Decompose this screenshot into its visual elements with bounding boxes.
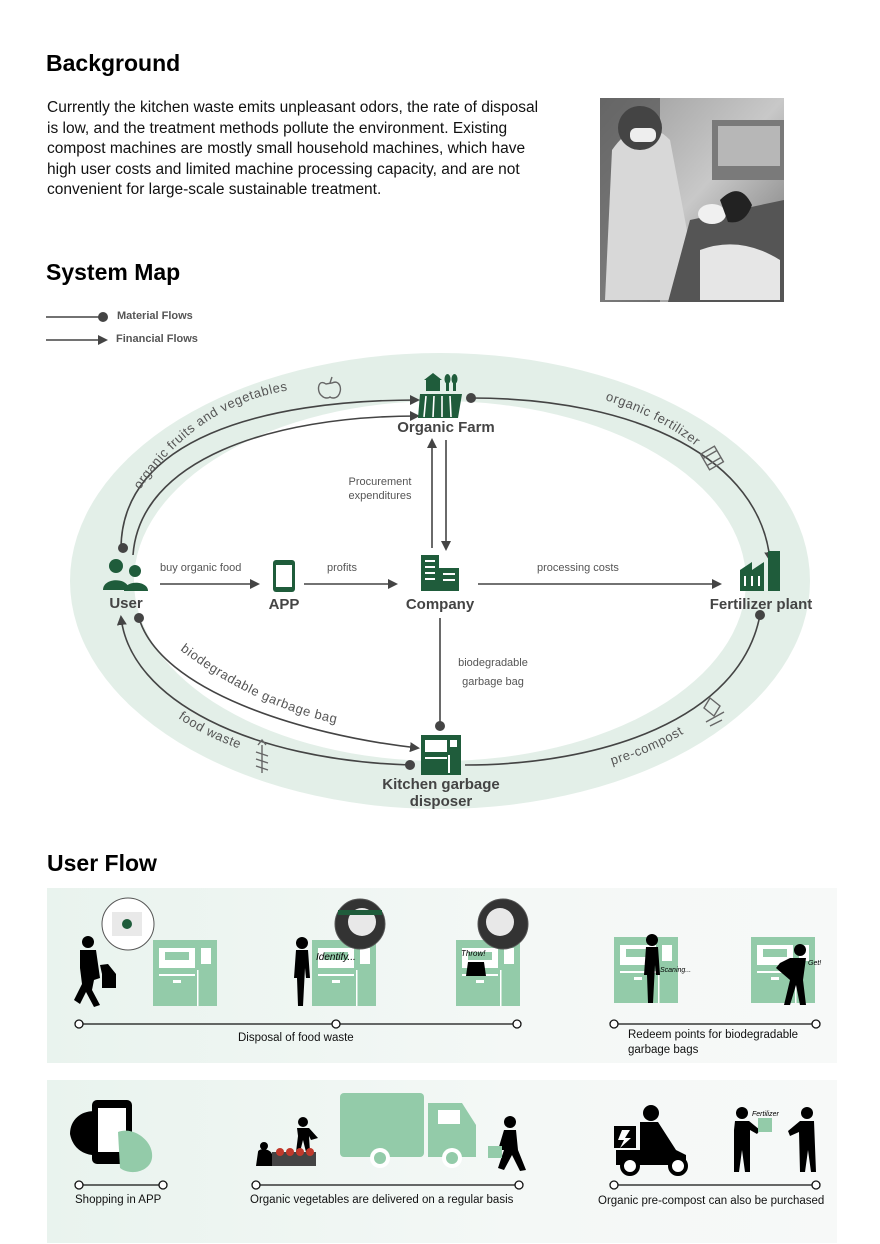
- edge-label-procurement-line2: expenditures: [348, 490, 412, 502]
- apple-icon: [317, 376, 342, 399]
- svg-text:food waste: food waste: [176, 708, 243, 751]
- legend-material-label: Material Flows: [117, 310, 193, 322]
- node-fertilizer-plant: Fertilizer plant: [709, 596, 813, 613]
- pre-compost-icon: [703, 696, 725, 727]
- flow-label-disposal: Disposal of food waste: [238, 1032, 354, 1044]
- svg-text:organic fertilizer: organic fertilizer: [604, 389, 703, 449]
- flow-label-shopping: Shopping in APP: [75, 1194, 162, 1206]
- node-disposer-line2: disposer: [409, 793, 473, 810]
- node-app: APP: [268, 596, 300, 613]
- background-heading: Background: [46, 50, 181, 76]
- flow-label-redeem-line1: Redeem points for biodegradable: [628, 1029, 799, 1041]
- edge-label-processing: processing costs: [537, 562, 619, 574]
- arc-farm-plant: [470, 397, 775, 562]
- edge-label-bio-bag: biodegradable garbage bag: [178, 640, 338, 726]
- arc-user-disposer-inner: [138, 617, 420, 753]
- factory-icon: [740, 551, 780, 591]
- legend-financial-label: Financial Flows: [116, 333, 198, 345]
- farm-icon: [418, 373, 462, 418]
- node-user: User: [109, 595, 143, 612]
- fish-bone-icon: [255, 738, 269, 773]
- edge-label-buy: buy organic food: [160, 562, 242, 574]
- app-phone-icon: [273, 560, 295, 592]
- svg-text:organic fruits and vegetables: organic fruits and vegetables: [130, 378, 288, 491]
- paragraph-line: Currently the kitchen waste emits unplea…: [47, 99, 539, 116]
- background-paragraph: Currently the kitchen waste emits unplea…: [47, 98, 577, 201]
- fertilizer-bag-icon: [699, 445, 725, 471]
- node-organic-farm: Organic Farm: [397, 419, 495, 436]
- disposer-machine-icon: [421, 735, 461, 775]
- flow-panel-row2: [47, 1080, 837, 1243]
- edge-label-fruits: organic fruits and vegetables: [130, 378, 288, 491]
- edge-label-bag-line2: garbage bag: [462, 676, 524, 688]
- flow-label-redeem: Redeem points for biodegradable garbage …: [628, 1028, 798, 1058]
- paragraph-line: is low, and the treatment methods pollut…: [47, 119, 508, 137]
- flow-label-delivered: Organic vegetables are delivered on a re…: [250, 1194, 514, 1206]
- paragraph-line: high user costs and limited machine proc…: [47, 160, 520, 178]
- edge-label-pre-compost: pre-compost: [608, 723, 685, 768]
- paragraph-line: convenient for large-scale sustainable t…: [47, 181, 382, 198]
- arc-disposer-user-outer: [116, 615, 411, 766]
- edge-label-procurement-line1: Procurement: [348, 476, 412, 488]
- edge-label-bag: biodegradable garbage bag: [454, 654, 532, 692]
- svg-text:biodegradable garbage bag: biodegradable garbage bag: [178, 640, 339, 726]
- svg-text:pre-compost: pre-compost: [608, 723, 685, 768]
- edge-label-profits: profits: [327, 562, 357, 574]
- flow-label-redeem-line2: garbage bags: [628, 1044, 699, 1056]
- node-disposer-line1: Kitchen garbage: [382, 776, 500, 793]
- edge-label-fertilizer: organic fertilizer: [604, 389, 703, 449]
- system-map-heading: System Map: [46, 259, 181, 285]
- company-building-icon: [421, 555, 459, 591]
- node-kitchen-garbage-disposer: Kitchen garbage disposer: [360, 776, 522, 810]
- user-icon: [103, 559, 148, 591]
- edge-label-procurement: Procurement expenditures: [342, 475, 418, 503]
- edge-label-food-waste: food waste: [176, 708, 243, 751]
- paragraph-line: compost machines are mostly small househ…: [47, 140, 526, 157]
- flow-label-purchase: Organic pre-compost can also be purchase…: [598, 1195, 825, 1207]
- arc-user-farm-outer: [120, 395, 420, 549]
- user-flow-heading: User Flow: [47, 850, 157, 876]
- node-company: Company: [405, 596, 475, 613]
- edge-label-bag-line1: biodegradable: [458, 657, 528, 669]
